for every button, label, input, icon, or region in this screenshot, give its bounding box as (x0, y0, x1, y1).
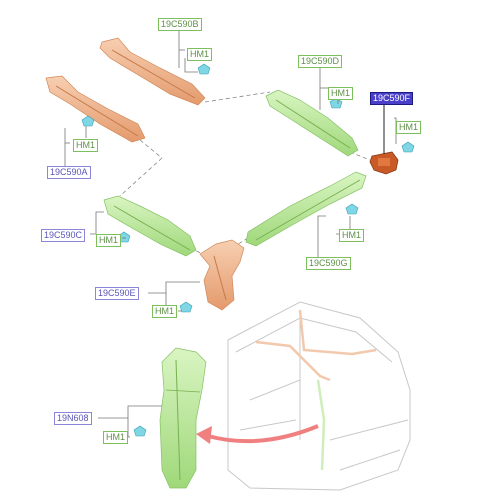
van-silhouette (227, 301, 411, 491)
label-19c590f[interactable]: 19C590F (370, 92, 414, 105)
label-hm1-f[interactable]: HM1 (396, 121, 422, 134)
label-hm1-g[interactable]: HM1 (339, 229, 365, 242)
label-hm1-a[interactable]: HM1 (73, 139, 99, 152)
part-19c590c[interactable] (103, 195, 197, 257)
clip-icon (81, 63, 415, 437)
van-frame-highlight (255, 309, 377, 471)
label-hm1-b[interactable]: HM1 (187, 48, 213, 61)
label-19n608[interactable]: 19N608 (54, 412, 92, 425)
part-19c590a[interactable] (45, 75, 146, 143)
arrow-icon (207, 424, 319, 444)
label-19c590d[interactable]: 19C590D (298, 55, 343, 68)
label-19c590e[interactable]: 19C590E (95, 287, 139, 300)
label-19c590b[interactable]: 19C590B (158, 18, 202, 31)
label-19c590a[interactable]: 19C590A (47, 166, 91, 179)
label-hm1-d[interactable]: HM1 (328, 87, 354, 100)
label-19c590c[interactable]: 19C590C (41, 229, 86, 242)
label-19c590g[interactable]: 19C590G (306, 257, 351, 270)
label-hm1-e[interactable]: HM1 (152, 305, 178, 318)
label-hm1-n[interactable]: HM1 (103, 431, 129, 444)
part-19c590g[interactable] (245, 171, 367, 247)
label-hm1-c[interactable]: HM1 (96, 234, 122, 247)
part-19c590e[interactable] (199, 239, 245, 311)
part-19n608[interactable] (159, 347, 207, 489)
